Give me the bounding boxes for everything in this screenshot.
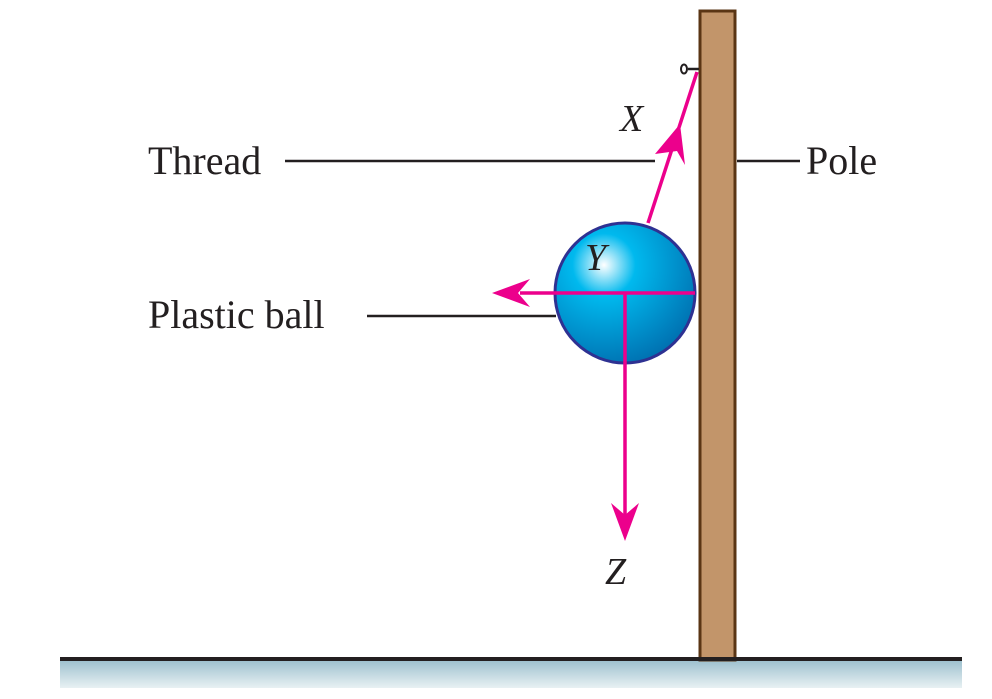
force-y-label: Y xyxy=(585,237,610,279)
pole-label: Pole xyxy=(806,138,877,183)
arrow-y-head xyxy=(492,279,530,307)
thread-label: Thread xyxy=(148,138,261,183)
ground-surface xyxy=(60,661,962,688)
force-x-label: X xyxy=(618,98,645,140)
pole xyxy=(698,9,737,662)
plastic-ball-label: Plastic ball xyxy=(148,292,325,337)
arrow-x-head xyxy=(655,124,685,165)
arrow-z-head xyxy=(611,503,639,541)
hook-icon xyxy=(680,63,699,75)
force-z-label: Z xyxy=(605,551,627,593)
